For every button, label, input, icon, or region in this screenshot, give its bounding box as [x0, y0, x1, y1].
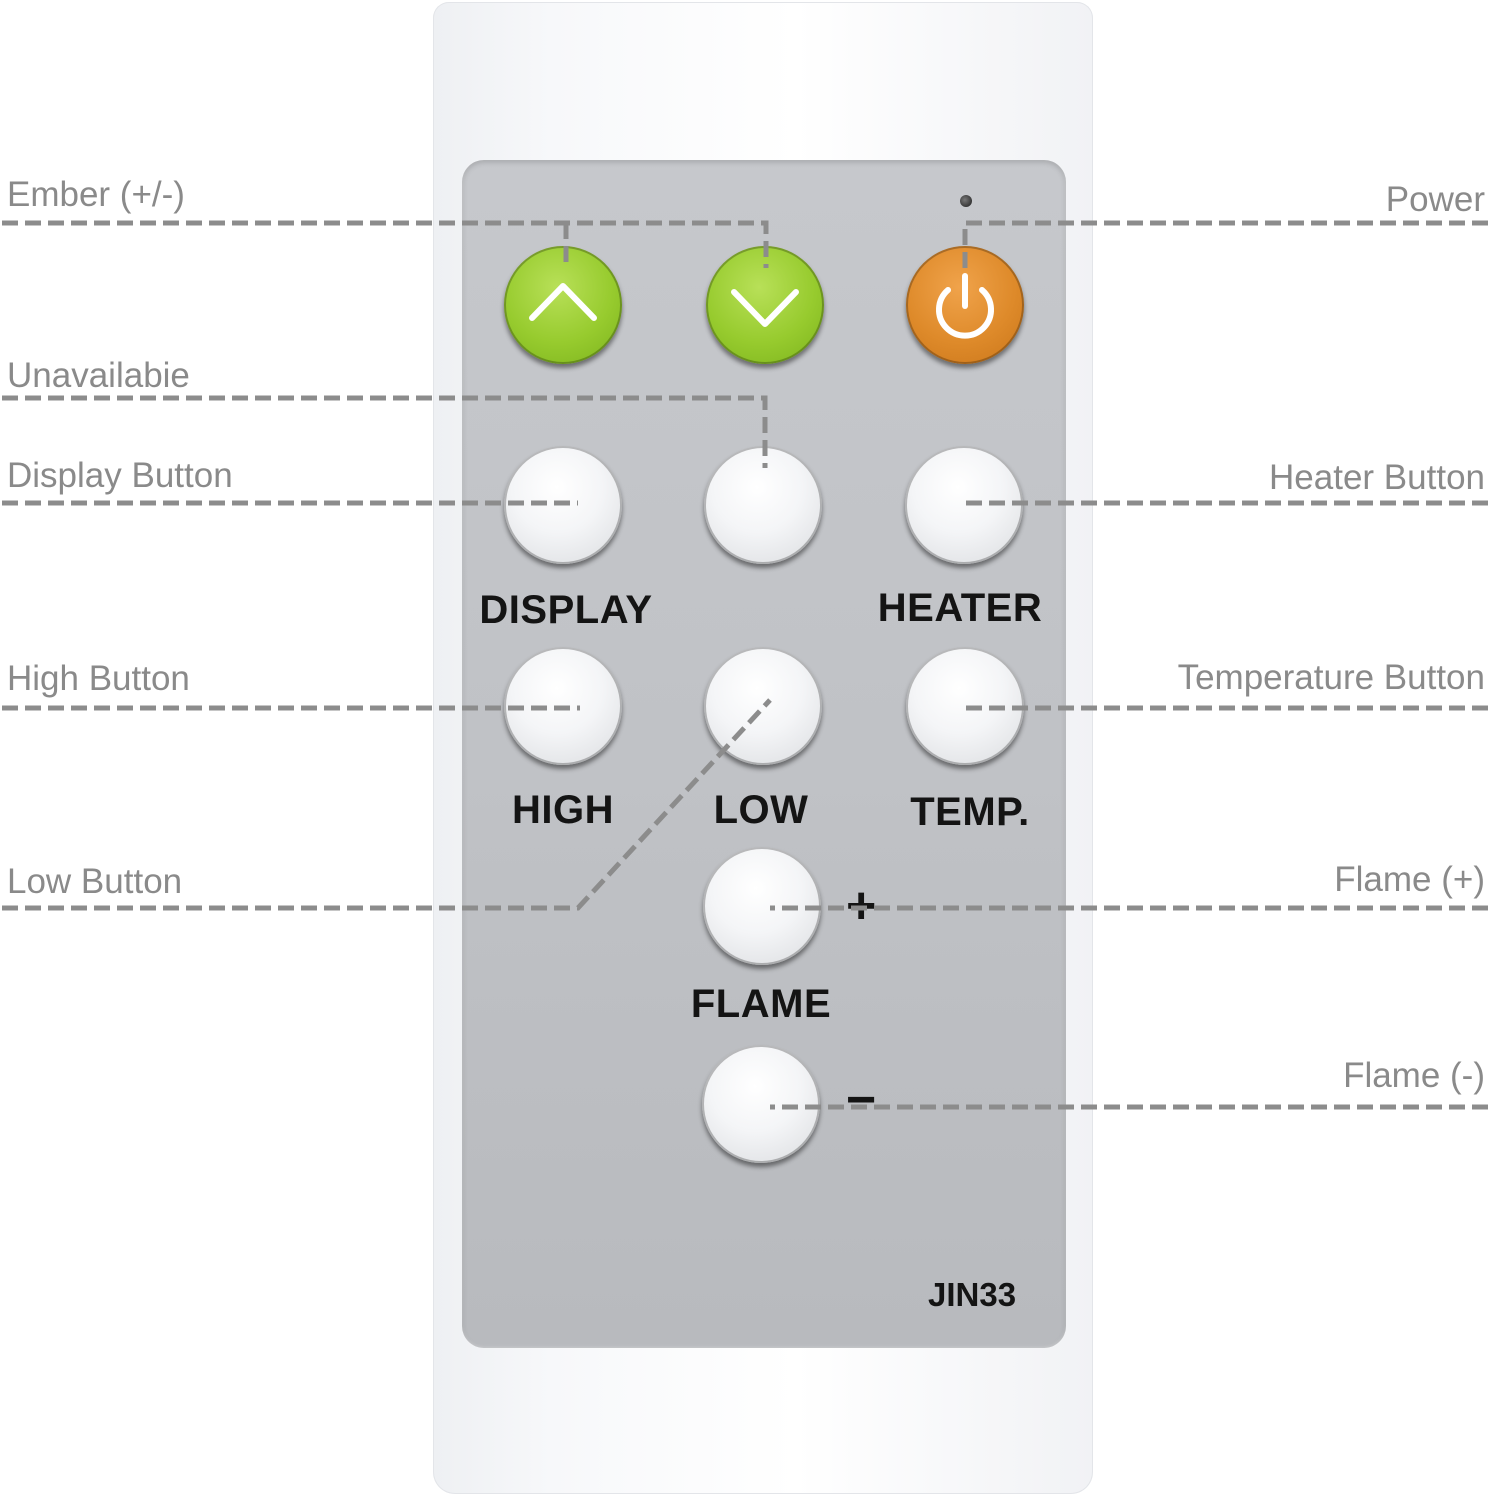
- unavailable-button[interactable]: [704, 446, 822, 564]
- flame-plus-button[interactable]: [703, 847, 821, 965]
- indicator-led: [960, 195, 972, 207]
- heater-label: HEATER: [877, 586, 1043, 630]
- temperature-button-callout: Temperature Button: [1177, 658, 1485, 697]
- chevron-up-icon: [529, 283, 597, 321]
- power-callout: Power: [1385, 180, 1485, 219]
- ember-down-button[interactable]: [706, 246, 824, 364]
- flame-plus-sign: +: [846, 877, 877, 935]
- heater-button-callout: Heater Button: [1269, 458, 1485, 497]
- power-icon: [936, 273, 994, 339]
- ember-callout: Ember (+/-): [7, 175, 185, 214]
- flame-label: FLAME: [690, 982, 832, 1026]
- low-button-callout: Low Button: [7, 862, 183, 901]
- display-button-callout: Display Button: [7, 456, 233, 495]
- low-label: LOW: [713, 788, 809, 832]
- heater-button[interactable]: [905, 446, 1023, 564]
- ember-up-button[interactable]: [504, 246, 622, 364]
- chevron-down-icon: [731, 289, 799, 327]
- high-button-callout: High Button: [7, 659, 190, 698]
- model-number: JIN33: [928, 1276, 1017, 1313]
- display-label: DISPLAY: [479, 588, 653, 632]
- flame-minus-callout: Flame (-): [1343, 1056, 1485, 1095]
- power-button[interactable]: [906, 246, 1024, 364]
- low-button[interactable]: [704, 647, 822, 765]
- unavailable-callout: Unavailabie: [7, 356, 190, 395]
- high-button[interactable]: [504, 647, 622, 765]
- flame-minus-button[interactable]: [702, 1045, 820, 1163]
- high-label: HIGH: [512, 788, 614, 832]
- flame-plus-callout: Flame (+): [1334, 860, 1485, 899]
- temp-label: TEMP.: [910, 790, 1030, 834]
- display-button[interactable]: [504, 446, 622, 564]
- temp-button[interactable]: [906, 647, 1024, 765]
- flame-minus-sign: −: [846, 1071, 877, 1129]
